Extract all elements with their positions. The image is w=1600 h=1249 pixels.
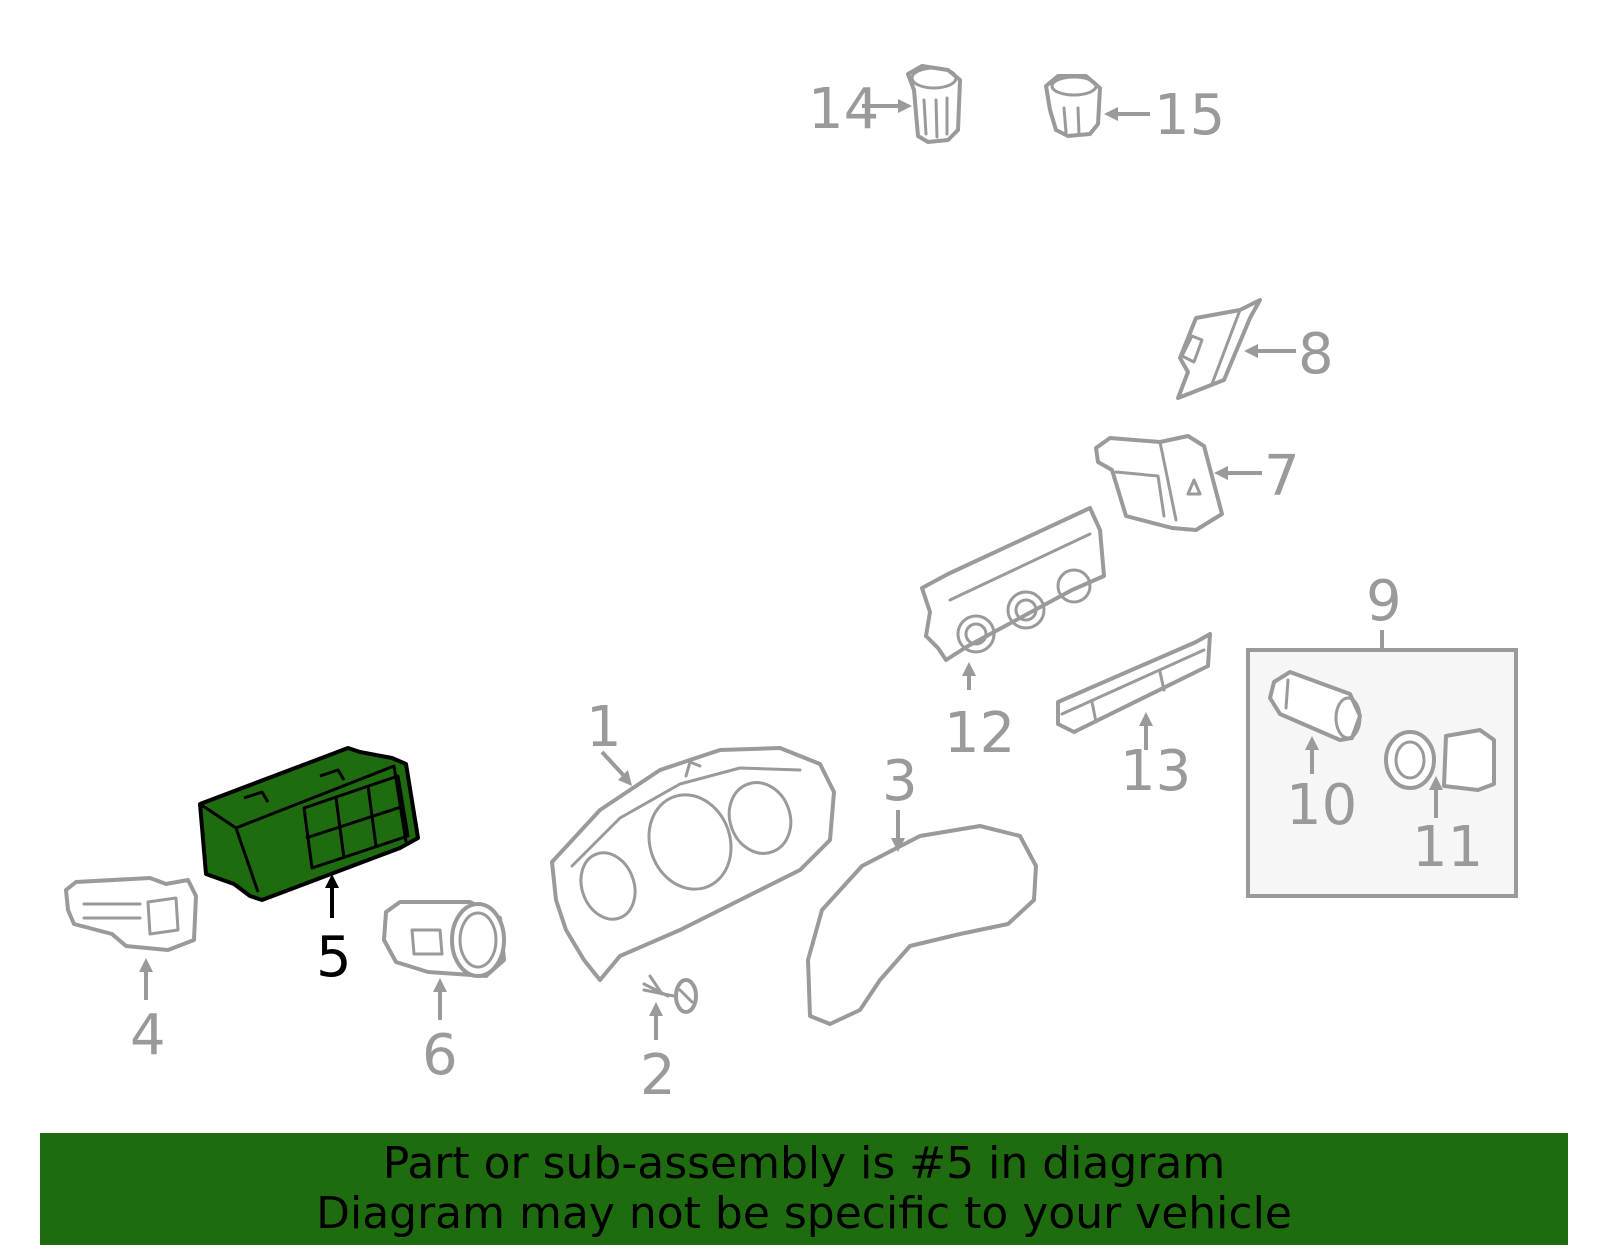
part-3-cluster-lens <box>806 824 1038 1026</box>
part-1-cluster-housing <box>550 746 836 982</box>
callout-9: 9 <box>1366 569 1402 634</box>
callout-7: 7 <box>1264 444 1300 509</box>
callout-15: 15 <box>1154 83 1225 148</box>
part-15-knob <box>1044 74 1102 138</box>
callout-1: 1 <box>586 695 622 760</box>
part-12-climate-control <box>920 506 1106 662</box>
part-11-bezel <box>1384 728 1496 792</box>
part-13-switch-strip <box>1056 632 1212 734</box>
part-4-switch <box>64 876 198 952</box>
callout-11: 11 <box>1412 815 1483 880</box>
callout-8: 8 <box>1298 322 1334 387</box>
callout-10: 10 <box>1286 773 1357 838</box>
callout-13: 13 <box>1120 739 1191 804</box>
callout-6: 6 <box>422 1023 458 1088</box>
callout-3: 3 <box>882 749 918 814</box>
part-10-lock-cylinder <box>1268 670 1362 742</box>
arrow-1 <box>600 750 628 780</box>
callout-14: 14 <box>808 77 879 142</box>
part-5-switch-assembly[interactable] <box>198 746 420 902</box>
callout-5: 5 <box>316 925 352 990</box>
banner-line-disclaimer: Diagram may not be specific to your vehi… <box>316 1188 1292 1239</box>
part-7-hazard-switch <box>1094 434 1224 532</box>
callout-2: 2 <box>640 1043 676 1108</box>
callout-4: 4 <box>130 1003 166 1068</box>
part-8-switch <box>1176 298 1262 400</box>
part-6-switch <box>382 900 506 978</box>
banner-line-part: Part or sub-assembly is #5 in diagram <box>382 1138 1226 1189</box>
callout-12: 12 <box>944 701 1015 766</box>
info-banner: Part or sub-assembly is #5 in diagram Di… <box>40 1133 1568 1245</box>
part-14-knob <box>906 64 962 144</box>
part-2-screw <box>642 974 698 1014</box>
